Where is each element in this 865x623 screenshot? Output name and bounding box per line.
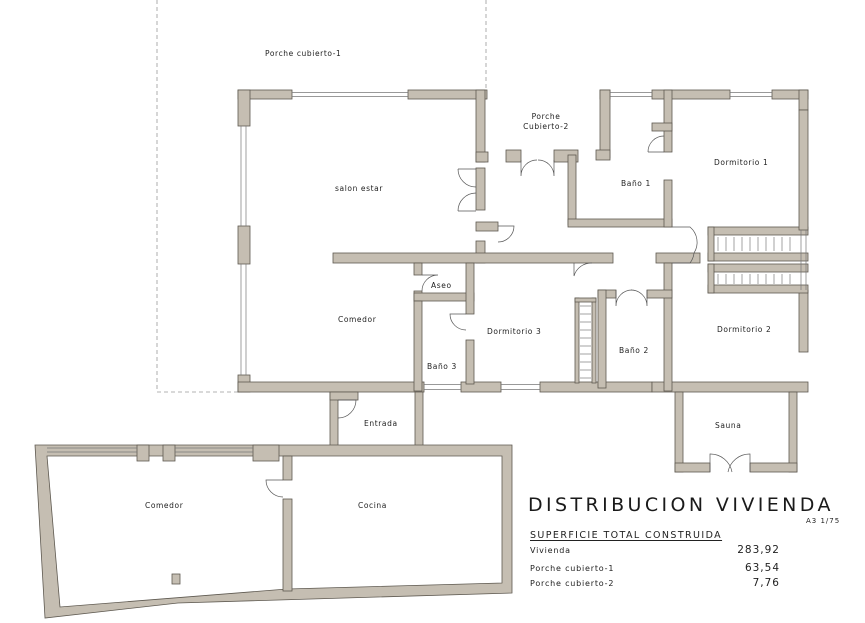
- label-bano-2: Baño 2: [619, 346, 649, 355]
- label-comedor-annex: Comedor: [145, 501, 184, 510]
- wardrobe-hatching: [580, 237, 791, 379]
- surface-heading: SUPERFICIE TOTAL CONSTRUIDA: [530, 530, 723, 541]
- porch-dashed-outline: [156, 0, 487, 393]
- label-cocina: Cocina: [358, 501, 387, 510]
- label-salon-estar: salon estar: [335, 184, 383, 193]
- walls: [34, 89, 809, 619]
- surface-label: Porche cubierto-2: [530, 579, 615, 588]
- label-dormitorio-1: Dormitorio 1: [714, 158, 768, 167]
- surface-label: Vivienda: [530, 546, 571, 555]
- label-porche-cubierto-2-line2: Cubierto-2: [523, 122, 569, 131]
- surface-value: 7,76: [752, 577, 780, 589]
- label-dormitorio-2: Dormitorio 2: [717, 325, 771, 334]
- label-porche-cubierto-1: Porche cubierto-1: [265, 49, 341, 58]
- label-dormitorio-3: Dormitorio 3: [487, 327, 541, 336]
- scale-note: A3 1/75: [806, 517, 841, 525]
- windows: [47, 92, 807, 453]
- label-porche-cubierto-2-line1: Porche: [532, 112, 561, 121]
- label-bano-3: Baño 3: [427, 362, 457, 371]
- label-sauna: Sauna: [715, 421, 741, 430]
- label-aseo: Aseo: [431, 281, 452, 290]
- surface-value: 283,92: [737, 544, 780, 556]
- label-comedor-main: Comedor: [338, 315, 377, 324]
- surface-label: Porche cubierto-1: [530, 564, 615, 573]
- door-swings: [265, 135, 751, 498]
- surface-value: 63,54: [744, 562, 780, 574]
- label-bano-1: Baño 1: [621, 179, 651, 188]
- label-entrada: Entrada: [364, 419, 398, 428]
- plan-title: DISTRIBUCION VIVIENDA: [528, 494, 834, 516]
